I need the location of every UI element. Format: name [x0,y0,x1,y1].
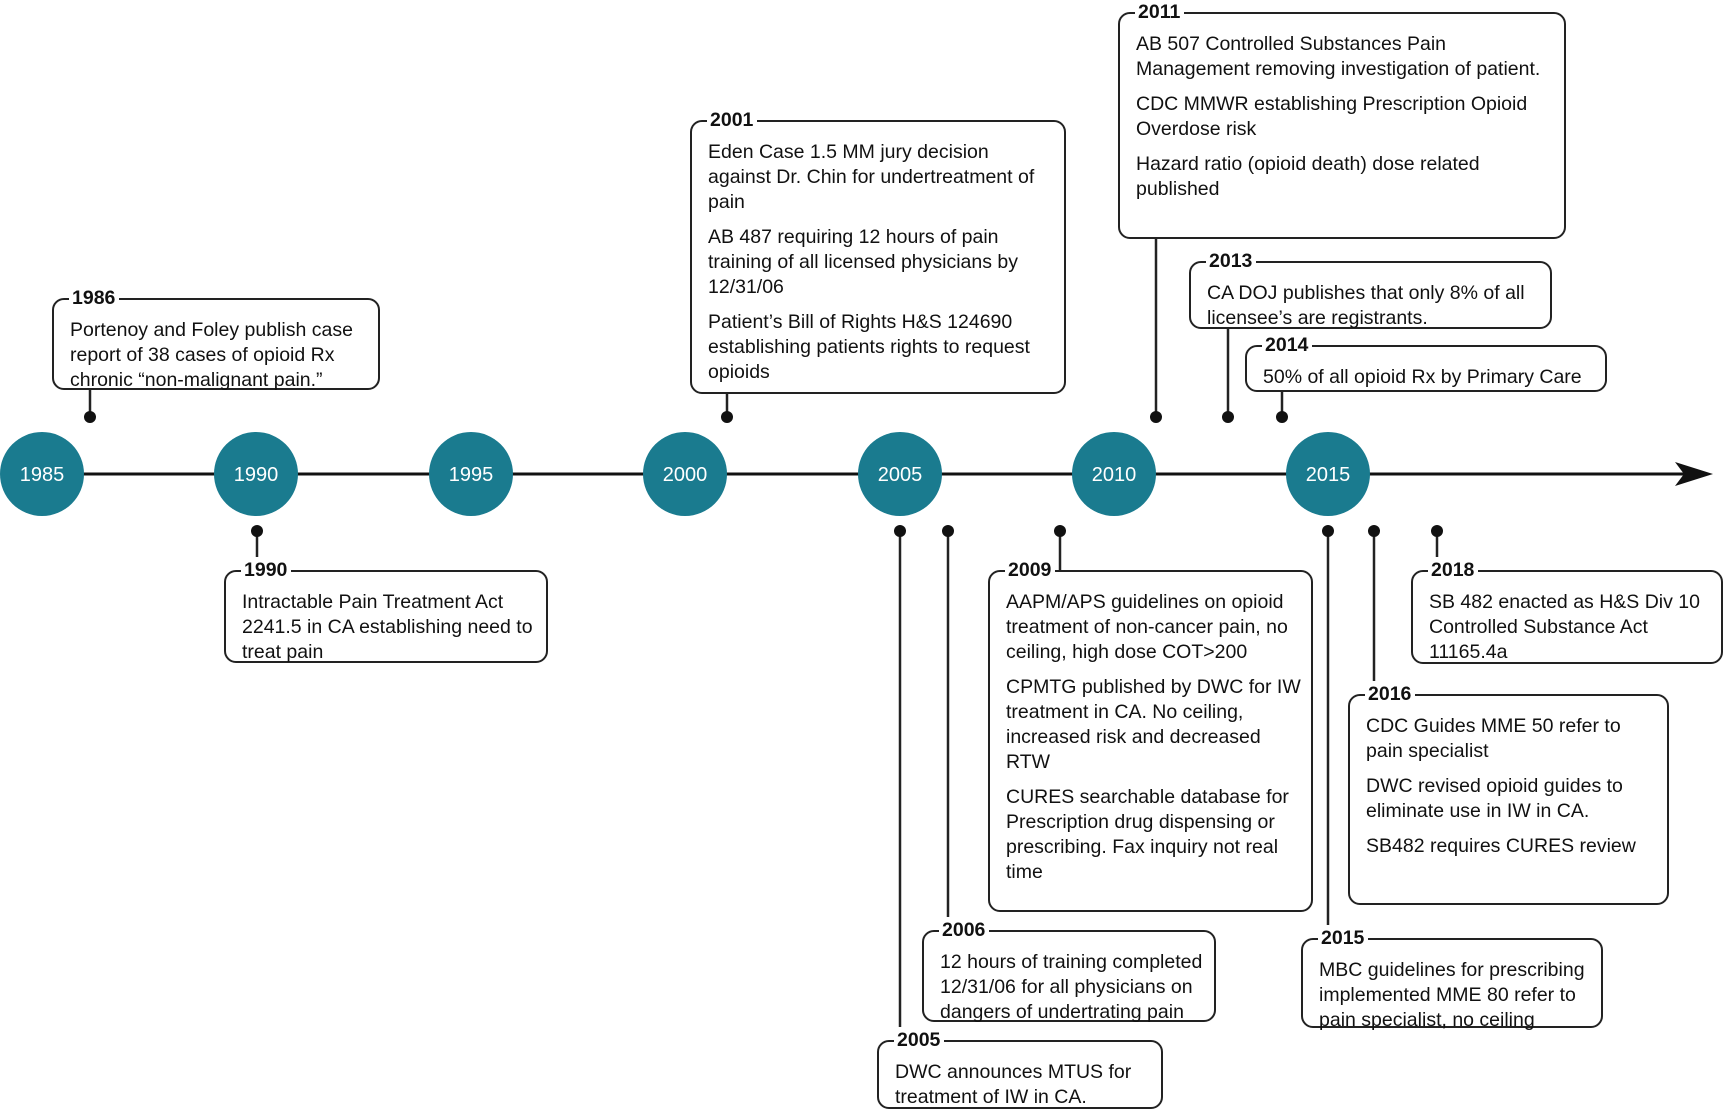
event-year: 1990 [241,557,292,583]
year-label: 2005 [878,464,923,486]
year-label: 2010 [1092,464,1137,486]
connector-dot-2013 [1222,411,1234,423]
year-circle [858,432,942,516]
event-item: CDC Guides MME 50 refer to pain speciali… [1366,715,1621,762]
connector-dot-1990 [251,525,263,537]
connector-dot-2011 [1150,411,1162,423]
event-year: 2006 [939,917,990,943]
event-box-2014: 2014 50% of all opioid Rx by Primary Care [1245,332,1607,392]
year-label: 1985 [20,464,65,486]
event-year: 2009 [1005,557,1056,583]
event-year: 2005 [894,1027,945,1053]
event-year: 2015 [1318,925,1369,951]
event-item: Eden Case 1.5 MM jury decision against D… [708,141,1035,213]
year-marker-2000: 2000 [643,432,727,516]
event-item: AAPM/APS guidelines on opioid treatment … [1006,591,1288,663]
connector-dot-2006 [942,525,954,537]
event-item: SB 482 enacted as H&S Div 10 Controlled … [1429,591,1700,663]
year-label: 2000 [663,464,708,486]
event-item: AB 487 requiring 12 hours of pain traini… [708,226,1019,298]
event-item: AB 507 Controlled Substances Pain Manage… [1136,33,1541,80]
event-year: 2018 [1428,557,1479,583]
year-circle [1286,432,1370,516]
event-year: 2016 [1365,681,1416,707]
connector-dot-2016 [1368,525,1380,537]
event-year: 2001 [707,107,758,133]
event-year: 2013 [1206,248,1257,274]
year-marker-1985: 1985 [0,432,84,516]
year-marker-1995: 1995 [429,432,513,516]
connector-dot-2001 [721,411,733,423]
connector-dot-2014 [1276,411,1288,423]
event-year: 1986 [69,285,120,311]
event-box-2011: 2011 AB 507 Controlled Substances Pain Ma… [1118,0,1566,239]
connector-layer [84,239,1443,1040]
event-item: CPMTG published by DWC for IW treatment … [1006,676,1301,773]
year-circle [643,432,727,516]
connector-dot-2015 [1322,525,1334,537]
event-item: Hazard ratio (opioid death) dose related… [1136,153,1480,200]
timeline-arrowhead-icon [1675,462,1713,486]
event-item: DWC announces MTUS for treatment of IW i… [895,1061,1132,1108]
connector-dot-2009 [1054,525,1066,537]
event-year: 2011 [1135,0,1185,25]
event-item: Patient’s Bill of Rights H&S 124690 esta… [708,311,1030,383]
year-label: 2015 [1306,464,1351,486]
event-box-2006: 2006 12 hours of training completed 12/31… [922,917,1216,1023]
year-marker-2010: 2010 [1072,432,1156,516]
year-circle [429,432,513,516]
connector-dot-1986 [84,411,96,423]
timeline-axis: 1985 1990 1995 2000 2005 2010 2015 [0,432,1713,516]
event-item: CA DOJ publishes that only 8% of all lic… [1207,282,1525,329]
connector-dot-2018 [1431,525,1443,537]
event-item: CDC MMWR establishing Prescription Opioi… [1136,93,1528,140]
event-year: 2014 [1262,332,1313,358]
event-item: Intractable Pain Treatment Act 2241.5 in… [242,591,533,663]
year-label: 1990 [234,464,279,486]
event-item: CURES searchable database for Prescripti… [1006,786,1289,883]
event-item: DWC revised opioid guides to eliminate u… [1366,775,1623,822]
connector-dot-2005 [894,525,906,537]
year-marker-2005: 2005 [858,432,942,516]
event-item: MBC guidelines for prescribing implement… [1319,959,1585,1031]
year-marker-2015: 2015 [1286,432,1370,516]
event-box-2013: 2013 CA DOJ publishes that only 8% of all… [1189,248,1552,329]
year-circle [0,432,84,516]
event-box-2018: 2018 SB 482 enacted as H&S Div 10 Control… [1411,557,1723,664]
year-label: 1995 [449,464,494,486]
event-item: SB482 requires CURES review [1366,835,1636,857]
year-circle [214,432,298,516]
event-item: 12 hours of training completed 12/31/06 … [940,951,1203,1023]
year-circle [1072,432,1156,516]
event-item: 50% of all opioid Rx by Primary Care [1263,366,1582,388]
year-marker-1990: 1990 [214,432,298,516]
event-item: Portenoy and Foley publish case report o… [70,319,353,391]
